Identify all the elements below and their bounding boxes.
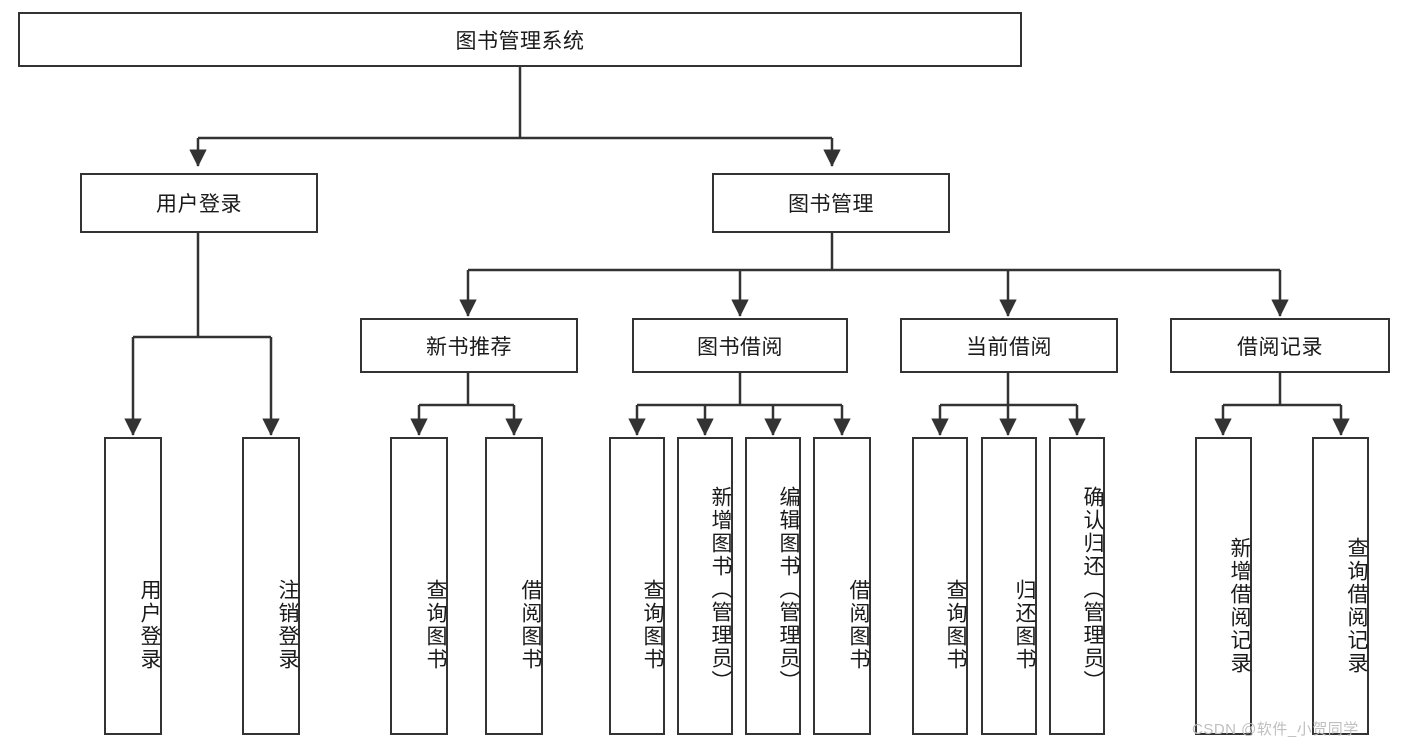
- node-book-borrow[interactable]: 图书借阅: [632, 318, 848, 373]
- node-label: 新书推荐: [426, 335, 512, 359]
- node-label: 查询借阅记录: [1345, 537, 1368, 675]
- node-label: 图书借阅: [697, 335, 783, 359]
- node-label: 注销登录: [276, 579, 299, 671]
- node-label: 归还图书: [1013, 579, 1036, 671]
- node-borrow-record[interactable]: 借阅记录: [1170, 318, 1390, 373]
- leaf-user-login-logout[interactable]: 注销登录: [242, 437, 300, 735]
- leaf-book-borrow-edit-book-admin[interactable]: 编辑图书（管理员）: [745, 437, 801, 735]
- node-root-book-management-system[interactable]: 图书管理系统: [18, 12, 1022, 67]
- node-book-management[interactable]: 图书管理: [712, 173, 950, 233]
- node-label: 确认归还（管理员）: [1081, 485, 1104, 693]
- node-label: 当前借阅: [966, 335, 1052, 359]
- leaf-borrow-record-query-record[interactable]: 查询借阅记录: [1312, 437, 1369, 735]
- node-label: 用户登录: [138, 579, 161, 671]
- node-label: 查询图书: [944, 579, 967, 671]
- node-label: 新增图书（管理员）: [709, 485, 732, 693]
- leaf-book-borrow-query-book[interactable]: 查询图书: [609, 437, 665, 735]
- node-label: 借阅图书: [847, 579, 870, 671]
- node-current-borrow[interactable]: 当前借阅: [900, 318, 1118, 373]
- node-label: 图书管理: [788, 193, 874, 216]
- node-user-login[interactable]: 用户登录: [80, 173, 318, 233]
- node-label: 查询图书: [424, 579, 447, 671]
- leaf-current-borrow-return-book[interactable]: 归还图书: [981, 437, 1037, 735]
- leaf-borrow-record-add-record[interactable]: 新增借阅记录: [1195, 437, 1252, 735]
- leaf-new-book-borrow-book[interactable]: 借阅图书: [485, 437, 543, 735]
- leaf-book-borrow-borrow-book[interactable]: 借阅图书: [813, 437, 871, 735]
- node-label: 借阅记录: [1237, 335, 1323, 359]
- leaf-user-login-login[interactable]: 用户登录: [104, 437, 162, 735]
- leaf-current-borrow-query-book[interactable]: 查询图书: [912, 437, 968, 735]
- node-label: 图书管理系统: [455, 29, 585, 53]
- node-label: 用户登录: [156, 193, 242, 216]
- node-label: 编辑图书（管理员）: [777, 485, 800, 693]
- node-label: 查询图书: [641, 579, 664, 671]
- leaf-book-borrow-add-book-admin[interactable]: 新增图书（管理员）: [677, 437, 733, 735]
- node-label: 新增借阅记录: [1228, 537, 1251, 675]
- node-new-book-recommend[interactable]: 新书推荐: [360, 318, 578, 373]
- leaf-new-book-query-book[interactable]: 查询图书: [390, 437, 448, 735]
- csdn-watermark: CSDN @软件_小贺同学: [1192, 721, 1359, 738]
- leaf-current-borrow-confirm-return-admin[interactable]: 确认归还（管理员）: [1049, 437, 1105, 735]
- node-label: 借阅图书: [519, 579, 542, 671]
